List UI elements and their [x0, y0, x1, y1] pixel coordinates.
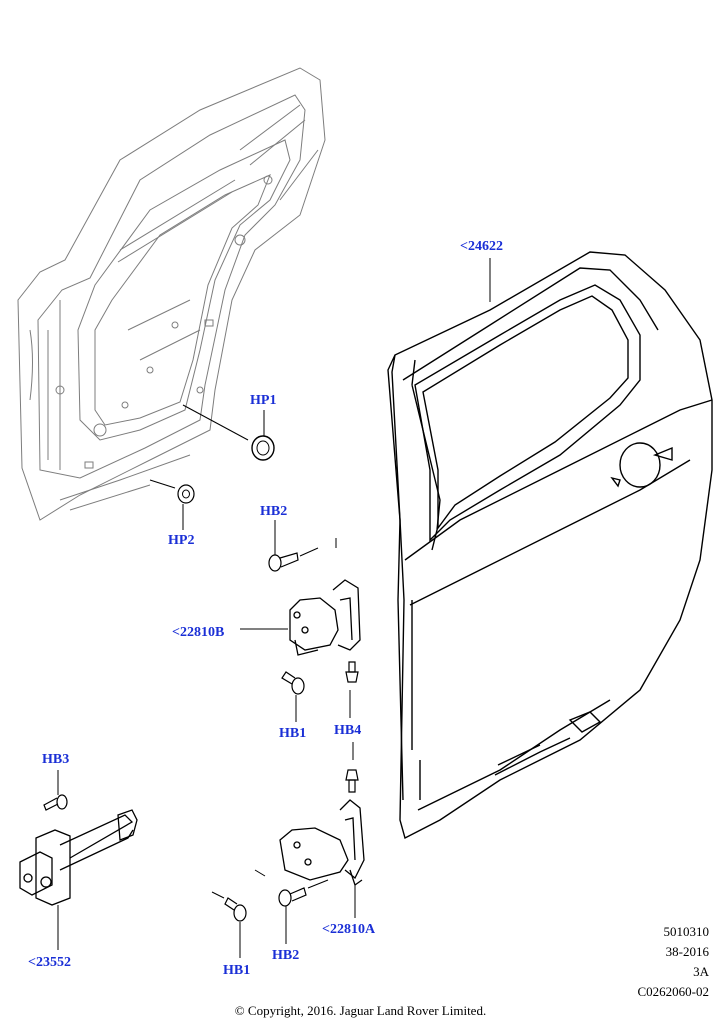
- copyright-notice: © Copyright, 2016. Jaguar Land Rover Lim…: [234, 1003, 487, 1018]
- upper-hinge: [289, 579, 361, 656]
- grommet-hp2: [177, 484, 195, 504]
- door-outer-shell: [387, 251, 713, 840]
- stud-hb4-lower: [345, 769, 359, 793]
- bolt-hb1-mid: [281, 671, 305, 695]
- bolt-hb1-bottom: [224, 897, 247, 922]
- callout-hp2[interactable]: HP2: [168, 533, 195, 548]
- callout-hinge-lower[interactable]: <22810A: [322, 922, 376, 937]
- meta-line-1: 5010310: [663, 924, 710, 939]
- callout-hb1-bottom[interactable]: HB1: [223, 963, 251, 978]
- callout-hb2-top[interactable]: HB2: [260, 504, 288, 519]
- leader-lines: [57, 258, 491, 958]
- bolt-hb3: [43, 794, 68, 811]
- callout-hb3[interactable]: HB3: [42, 752, 70, 767]
- callout-hb2-bottom[interactable]: HB2: [272, 948, 300, 963]
- door-inner-panel-ghost: [17, 67, 326, 521]
- callout-hb4[interactable]: HB4: [334, 723, 362, 738]
- grommet-hp1: [251, 435, 275, 461]
- callout-door-check[interactable]: <23552: [28, 955, 71, 970]
- callout-hp1[interactable]: HP1: [250, 393, 277, 408]
- meta-line-3: 3A: [693, 964, 709, 979]
- stud-hb4-upper: [345, 661, 359, 683]
- callout-hinge-upper[interactable]: <22810B: [172, 625, 225, 640]
- callout-hb1-mid[interactable]: HB1: [279, 726, 307, 741]
- meta-line-2: 38-2016: [665, 944, 709, 959]
- bolt-hb2-bottom: [278, 887, 307, 907]
- meta-line-4: C0262060-02: [637, 984, 710, 999]
- lower-hinge: [279, 799, 365, 887]
- door-check-strap: [19, 809, 138, 906]
- diagram-metadata: 5010310 38-2016 3A C0262060-02: [638, 922, 710, 1002]
- bolt-hb2-top: [268, 552, 299, 572]
- callout-door-shell[interactable]: <24622: [460, 239, 503, 254]
